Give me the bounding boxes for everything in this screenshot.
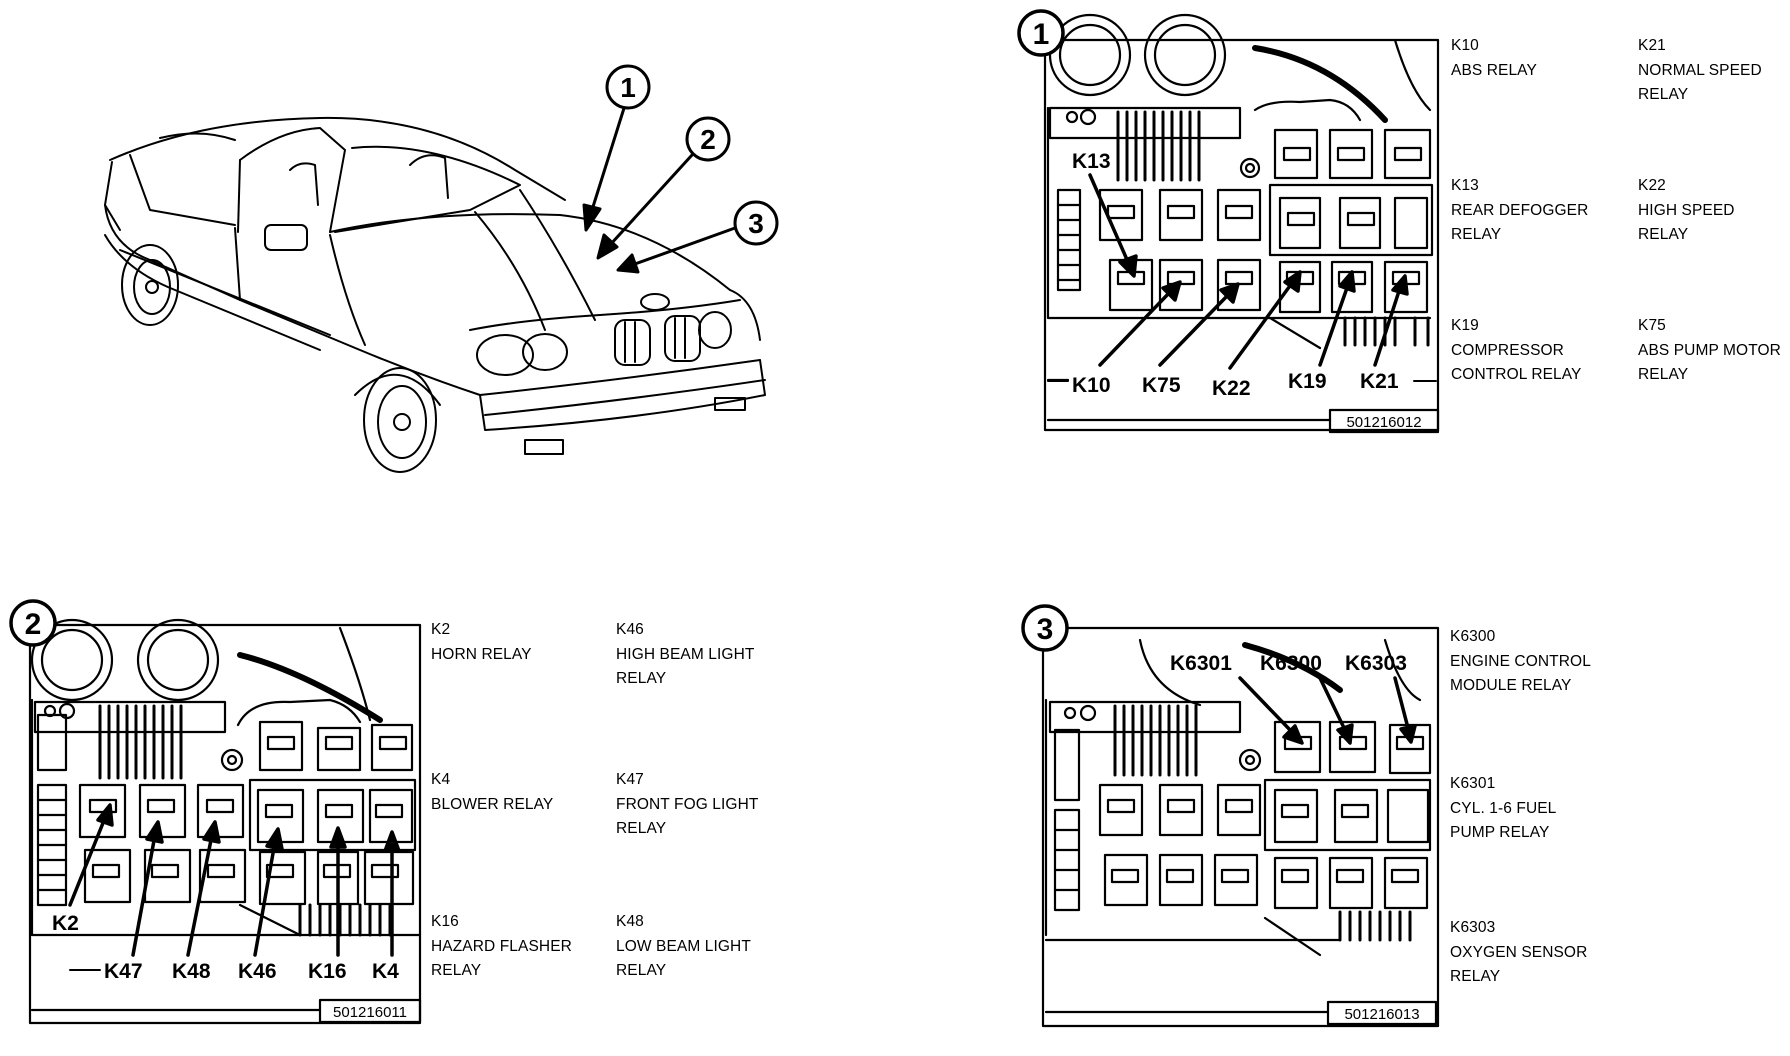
- legend-K19: K19 COMPRESSOR CONTROL RELAY: [1451, 314, 1582, 388]
- legend-line: NORMAL SPEED: [1638, 61, 1762, 79]
- legend-K6300: K6300 ENGINE CONTROL MODULE RELAY: [1450, 625, 1591, 699]
- legend-line: MODULE RELAY: [1450, 677, 1572, 694]
- label-K2: K2: [52, 912, 79, 935]
- label-K48: K48: [172, 960, 211, 983]
- legend-line: OXYGEN SENSOR: [1450, 943, 1588, 961]
- legend-line: HAZARD FLASHER: [431, 937, 572, 955]
- legend-id: K21: [1638, 37, 1666, 54]
- legend-line: LOW BEAM LIGHT: [616, 937, 751, 955]
- legend-line: BLOWER RELAY: [431, 795, 554, 813]
- label-K6301: K6301: [1170, 652, 1232, 675]
- legend-line: CONTROL RELAY: [1451, 366, 1582, 383]
- legend-K47: K47 FRONT FOG LIGHT RELAY: [616, 768, 758, 842]
- legend-id: K75: [1638, 317, 1666, 334]
- legend-id: K19: [1451, 317, 1479, 334]
- panel-2-drawing: [28, 618, 422, 1025]
- legend-line: COMPRESSOR: [1451, 341, 1564, 359]
- legend-line: RELAY: [1638, 366, 1689, 383]
- legend-id: K2: [431, 621, 451, 638]
- panel-1-drawing: [1043, 13, 1440, 434]
- legend-id: K13: [1451, 177, 1479, 194]
- legend-K21: K21 NORMAL SPEED RELAY: [1638, 34, 1762, 108]
- label-K19: K19: [1288, 370, 1327, 393]
- legend-K6303: K6303 OXYGEN SENSOR RELAY: [1450, 916, 1587, 990]
- callout-3-number: 3: [748, 208, 764, 239]
- legend-line: ABS PUMP MOTOR: [1638, 341, 1781, 359]
- panel-2-arrows: [68, 803, 401, 971]
- legend-K16: K16 HAZARD FLASHER RELAY: [431, 910, 572, 984]
- legend-K10: K10 ABS RELAY: [1451, 34, 1537, 83]
- panel-3-number: 3: [1037, 613, 1054, 646]
- legend-line: HIGH BEAM LIGHT: [616, 645, 755, 663]
- legend-line: RELAY: [1638, 86, 1689, 103]
- label-K75: K75: [1142, 374, 1181, 397]
- car-illustration: [104, 116, 766, 473]
- legend-id: K4: [431, 771, 451, 788]
- panel-2-number: 2: [25, 608, 42, 641]
- legend-K22: K22 HIGH SPEED RELAY: [1638, 174, 1735, 248]
- label-K13: K13: [1072, 150, 1111, 173]
- legend-line: RELAY: [1450, 968, 1501, 985]
- legend-id: K22: [1638, 177, 1666, 194]
- legend-K48: K48 LOW BEAM LIGHT RELAY: [616, 910, 751, 984]
- panel-1-number: 1: [1033, 18, 1050, 51]
- legend-line: RELAY: [1451, 226, 1502, 243]
- label-K6300: K6300: [1260, 652, 1322, 675]
- legend-line: RELAY: [616, 962, 667, 979]
- panel-2-arrow-labels: K2 K47 K48 K46 K16 K4: [52, 912, 399, 983]
- legend-K46: K46 HIGH BEAM LIGHT RELAY: [616, 618, 754, 692]
- label-K22: K22: [1212, 377, 1251, 400]
- legend-id: K6300: [1450, 628, 1496, 645]
- label-K10: K10: [1072, 374, 1111, 397]
- label-K46: K46: [238, 960, 277, 983]
- car-callout-arrows: [582, 103, 737, 274]
- label-K47: K47: [104, 960, 143, 983]
- panel-3-number-circle: [1021, 604, 1069, 652]
- legend-line: RELAY: [431, 962, 482, 979]
- callout-1-number: 1: [620, 72, 636, 103]
- legend-K13: K13 REAR DEFOGGER RELAY: [1451, 174, 1588, 248]
- label-K6303: K6303: [1345, 652, 1407, 675]
- legend-id: K47: [616, 771, 644, 788]
- legend-id: K10: [1451, 37, 1479, 54]
- panel-3-arrows: [1238, 676, 1417, 745]
- panel-2-code: 501216011: [333, 1004, 407, 1021]
- legend-line: CYL. 1-6 FUEL: [1450, 799, 1557, 817]
- panel-1-arrows: [1047, 173, 1437, 382]
- legend-K6301: K6301 CYL. 1-6 FUEL PUMP RELAY: [1450, 772, 1556, 846]
- legend-line: ABS RELAY: [1451, 61, 1537, 79]
- legend-line: RELAY: [616, 820, 667, 837]
- label-K21: K21: [1360, 370, 1399, 393]
- legend-K75: K75 ABS PUMP MOTOR RELAY: [1638, 314, 1781, 388]
- legend-line: RELAY: [1638, 226, 1689, 243]
- panel-3-drawing: [1041, 626, 1440, 1028]
- panel-3-arrow-labels: K6301 K6300 K6303: [1170, 652, 1407, 675]
- legend-K2: K2 HORN RELAY: [431, 618, 532, 667]
- legend-id: K48: [616, 913, 644, 930]
- car-callout-circles: [605, 64, 779, 246]
- legend-line: HORN RELAY: [431, 645, 532, 663]
- legend-id: K46: [616, 621, 644, 638]
- legend-id: K16: [431, 913, 459, 930]
- legend-K4: K4 BLOWER RELAY: [431, 768, 553, 817]
- panel-1-code: 501216012: [1346, 414, 1421, 431]
- legend-line: FRONT FOG LIGHT: [616, 795, 759, 813]
- panel-3-code: 501216013: [1344, 1006, 1419, 1023]
- legend-line: HIGH SPEED: [1638, 201, 1735, 219]
- panel-1-arrow-labels: K13 K10 K75 K22 K19 K21: [1072, 150, 1399, 400]
- legend-line: REAR DEFOGGER: [1451, 201, 1589, 219]
- label-K4: K4: [372, 960, 399, 983]
- legend-line: RELAY: [616, 670, 667, 687]
- panel-2-number-circle: [9, 599, 57, 647]
- legend-line: PUMP RELAY: [1450, 824, 1550, 841]
- label-K16: K16: [308, 960, 347, 983]
- callout-2-number: 2: [700, 124, 716, 155]
- legend-line: ENGINE CONTROL: [1450, 652, 1591, 670]
- legend-id: K6303: [1450, 919, 1496, 936]
- legend-id: K6301: [1450, 775, 1496, 792]
- panel-1-number-circle: [1017, 9, 1065, 57]
